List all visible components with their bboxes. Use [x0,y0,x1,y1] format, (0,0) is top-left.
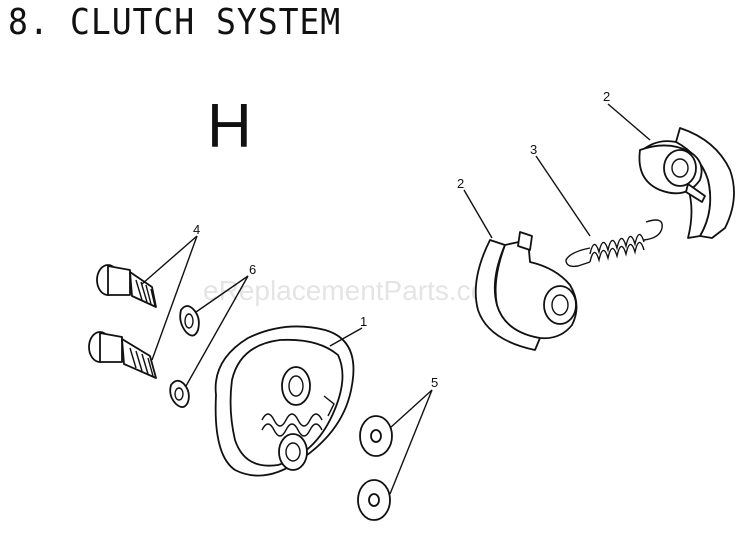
watermark: eReplacementParts.com [203,275,510,306]
diagram-letter: H [207,92,252,161]
clutch-spring [565,219,663,268]
clutch-shoe-right [638,127,735,239]
page-title: 8. CLUTCH SYSTEM [8,2,341,43]
callout-6: 6 [249,262,256,277]
clutch-shoe-left [474,231,578,351]
callout-1: 1 [360,314,367,329]
washer-upper [359,415,393,457]
spacer-upper [179,305,200,337]
callout-4: 4 [193,222,200,237]
bolt-upper [96,264,157,308]
section-number: 8. [8,2,50,43]
callout-3: 3 [530,142,537,157]
washer-lower [357,479,391,521]
callout-2-left: 2 [457,176,464,191]
clutch-spring-inner [261,413,323,437]
callout-2-right: 2 [603,89,610,104]
section-title: CLUTCH SYSTEM [69,2,342,43]
leader-lines [141,103,651,495]
bolt-lower [88,331,157,379]
clutch-assembly [214,325,355,477]
spacer-lower [169,379,190,408]
callout-5: 5 [431,375,438,390]
